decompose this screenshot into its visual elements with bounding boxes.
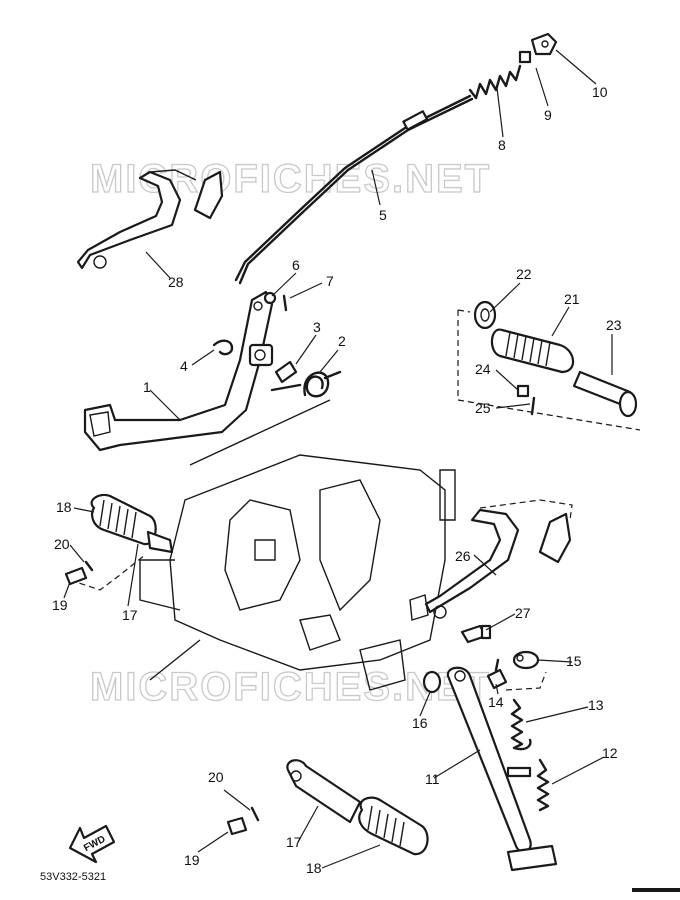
callout-17-left: 17: [122, 607, 138, 623]
sidestand-collar: [422, 670, 442, 694]
callout-14: 14: [488, 694, 504, 710]
callout-24: 24: [475, 361, 491, 377]
frame-outline: [139, 399, 456, 691]
lower-footrest-bar: [286, 759, 362, 824]
rear-footrest-bracket-upper: [76, 169, 224, 270]
callout-9: 9: [544, 107, 552, 123]
sidestand: [446, 666, 558, 872]
footrest-pin: [572, 370, 638, 418]
footrest-cotter-pin: [530, 396, 536, 416]
callout-18-bottom: 18: [306, 860, 322, 876]
callout-23: 23: [606, 317, 622, 333]
callout-4: 4: [180, 358, 188, 374]
right-footrest-assembly: [457, 300, 641, 431]
lower-footrest-pin: [226, 816, 248, 836]
callout-18-left: 18: [56, 499, 72, 515]
watermark-bottom: MICROFICHES.NET: [90, 665, 491, 709]
left-footrest-pin: [64, 566, 88, 586]
callout-17-bottom: 17: [286, 834, 302, 850]
callout-labels: 1 2 3 4 5 6 7 8 9 10 11 12 13 14 15 16 1…: [52, 84, 622, 876]
callout-6: 6: [292, 257, 300, 273]
forward-arrow-icon: FWD: [68, 824, 116, 864]
footrest-ball: [516, 384, 530, 398]
callout-20-left: 20: [54, 536, 70, 552]
rod-joint: [530, 32, 558, 56]
pedal-collar: [274, 360, 298, 384]
leader-lines: [63, 49, 613, 869]
callout-8: 8: [498, 137, 506, 153]
pedal-circlip: [212, 339, 234, 356]
pedal-return-spring: [270, 370, 342, 398]
spring-hook: [512, 650, 540, 670]
callout-15: 15: [566, 653, 582, 669]
callout-11: 11: [425, 771, 440, 787]
callout-22: 22: [516, 266, 532, 282]
callout-1: 1: [143, 379, 151, 395]
stand-pin: [506, 766, 532, 778]
callout-27: 27: [515, 605, 531, 621]
rear-footrest-bracket-lower: [424, 499, 573, 619]
callout-25: 25: [475, 400, 491, 416]
callout-20-bottom: 20: [208, 769, 224, 785]
rod-cotter-pin: [282, 294, 288, 312]
sidestand-spring-lower: [536, 758, 550, 812]
brake-rod-spring: [468, 64, 522, 100]
left-footrest-rubber: [90, 493, 157, 546]
left-footrest-assembly: [64, 493, 174, 591]
sidestand-spring-upper: [510, 698, 532, 751]
left-footrest-pivot: [146, 530, 174, 554]
callout-7: 7: [326, 273, 334, 289]
callout-28: 28: [168, 274, 184, 290]
bracket-bolt: [460, 624, 492, 644]
scale-bar: [632, 888, 680, 892]
lower-footrest-rubber: [358, 796, 429, 856]
callout-26: 26: [455, 548, 471, 564]
callout-12: 12: [602, 745, 618, 761]
callout-5: 5: [379, 207, 387, 223]
callout-19-bottom: 19: [184, 852, 200, 868]
footrest-washer: [473, 300, 497, 330]
footrest-rubber: [490, 328, 575, 374]
brake-rod: [234, 94, 474, 285]
lower-footrest-assembly: [226, 759, 429, 856]
catalog-number: 53V332-5321: [40, 871, 106, 883]
brake-pedal: [83, 290, 274, 452]
left-footrest-cotter: [84, 560, 94, 572]
callout-2: 2: [338, 333, 346, 349]
callout-19-left: 19: [52, 597, 68, 613]
rod-nut: [518, 50, 532, 64]
lower-footrest-cotter: [250, 806, 260, 822]
sidestand-bolt: [486, 658, 508, 690]
callout-16: 16: [412, 715, 428, 731]
callout-21: 21: [564, 291, 580, 307]
callout-3: 3: [313, 319, 321, 335]
callout-13: 13: [588, 697, 604, 713]
callout-10: 10: [592, 84, 608, 100]
guide-line-15: [505, 671, 547, 691]
